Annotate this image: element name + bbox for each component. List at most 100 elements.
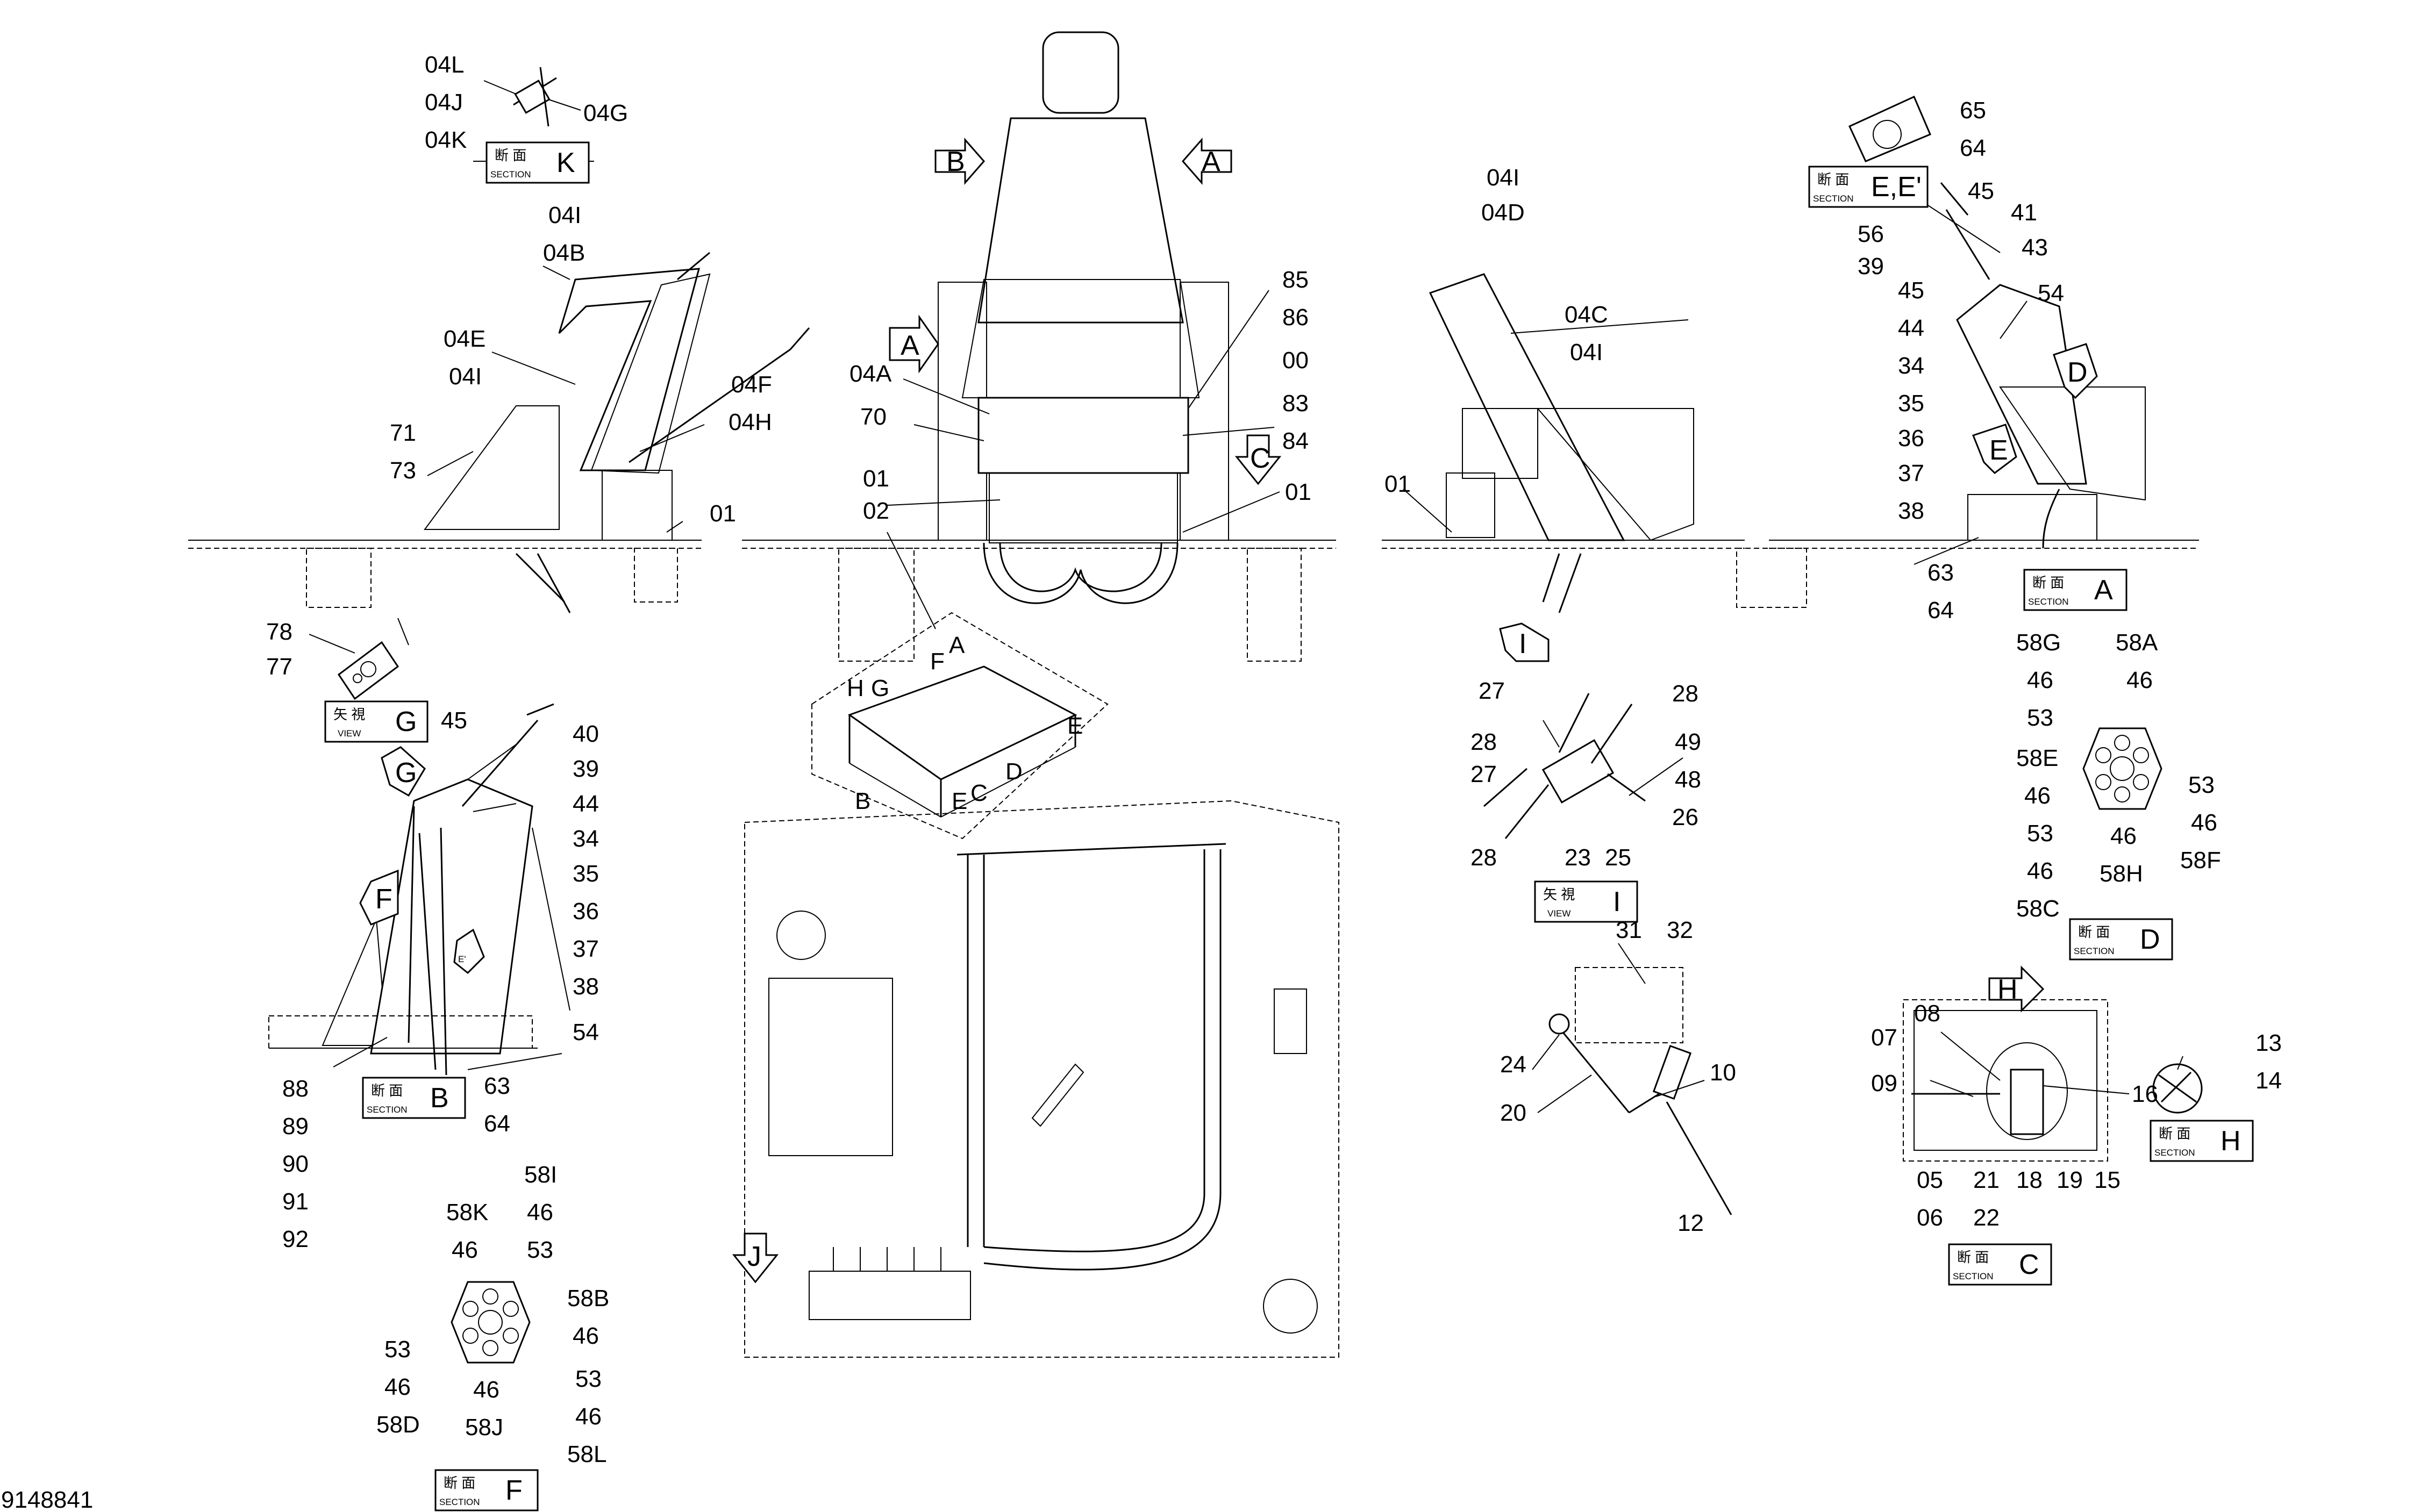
callout: H bbox=[847, 675, 864, 701]
callout: 39 bbox=[1858, 253, 1884, 280]
callout: 85 bbox=[1282, 267, 1309, 293]
callout: 63 bbox=[484, 1073, 510, 1099]
callout: 91 bbox=[282, 1188, 309, 1215]
floor-plan bbox=[744, 800, 1339, 1358]
section-c-detail bbox=[1903, 999, 2108, 1162]
callout: 04A bbox=[849, 361, 892, 387]
view-tag-g: 矢 視 VIEW G bbox=[324, 700, 429, 743]
callout: 73 bbox=[390, 457, 416, 484]
svg-text:J: J bbox=[747, 1241, 761, 1272]
section-tag-b: 断 面 SECTION B bbox=[362, 1077, 466, 1119]
callout: 46 bbox=[2027, 858, 2053, 884]
callout: 53 bbox=[527, 1237, 553, 1263]
callout: 00 bbox=[1282, 347, 1309, 374]
callout: 04G bbox=[583, 100, 628, 126]
callout: 46 bbox=[575, 1403, 602, 1430]
callout: 38 bbox=[573, 973, 599, 1000]
svg-text:断 面: 断 面 bbox=[2032, 575, 2064, 591]
section-h-detail bbox=[2152, 1063, 2203, 1114]
callout: C bbox=[970, 780, 988, 806]
floor-lines bbox=[188, 540, 2199, 549]
callout: 12 bbox=[1677, 1210, 1704, 1236]
svg-text:断 面: 断 面 bbox=[2159, 1126, 2190, 1142]
callout: B bbox=[855, 788, 870, 814]
left-side-view bbox=[306, 252, 810, 613]
svg-text:K: K bbox=[556, 147, 575, 178]
callout: 01 bbox=[863, 465, 889, 492]
callout: 46 bbox=[527, 1199, 553, 1226]
svg-text:断 面: 断 面 bbox=[495, 147, 526, 163]
callout: 06 bbox=[1917, 1205, 1943, 1231]
document-number: 9148841 bbox=[1, 1487, 93, 1512]
callout: 04B bbox=[543, 240, 585, 266]
callout: 04C bbox=[1565, 302, 1608, 328]
callout: 04I bbox=[449, 363, 482, 390]
callout: 26 bbox=[1672, 804, 1698, 830]
callout: 21 bbox=[1973, 1167, 2000, 1193]
view-arrow-e: E bbox=[1972, 424, 2017, 474]
callout: 20 bbox=[1500, 1100, 1526, 1126]
callout: 53 bbox=[2027, 820, 2053, 847]
svg-text:SECTION: SECTION bbox=[2028, 597, 2069, 607]
svg-text:H: H bbox=[2221, 1126, 2241, 1157]
callout: 53 bbox=[2027, 705, 2053, 731]
callout: 05 bbox=[1917, 1167, 1943, 1193]
callout: 09 bbox=[1871, 1070, 1897, 1097]
section-f-detail bbox=[451, 1281, 531, 1364]
callout: 08 bbox=[1914, 1000, 1940, 1027]
svg-text:I: I bbox=[1519, 628, 1526, 660]
callout: 54 bbox=[2038, 280, 2064, 306]
callout: 04J bbox=[425, 89, 463, 116]
callout: 58J bbox=[465, 1414, 503, 1441]
svg-text:SECTION: SECTION bbox=[1813, 194, 1854, 204]
view-arrow-h: H bbox=[1988, 965, 2045, 1013]
svg-text:I: I bbox=[1613, 886, 1620, 918]
callout: 35 bbox=[573, 861, 599, 887]
section-tags: 断 面 SECTION K 断 面 SECTION E,E' 矢 視 VIEW … bbox=[324, 141, 2254, 1511]
callout: 58B bbox=[567, 1285, 609, 1312]
callout: 49 bbox=[1675, 729, 1701, 755]
callout: 58H bbox=[2100, 861, 2143, 887]
callout: 04I bbox=[1570, 339, 1603, 366]
callout: 45 bbox=[1898, 277, 1924, 304]
callout: 56 bbox=[1858, 221, 1884, 247]
callout: 02 bbox=[863, 498, 889, 524]
svg-text:H: H bbox=[1997, 974, 2018, 1005]
view-arrow-f: F bbox=[359, 869, 399, 926]
callout: 58L bbox=[567, 1441, 606, 1467]
callout: 54 bbox=[573, 1019, 599, 1045]
callout: 01 bbox=[1384, 471, 1411, 497]
callout: 04F bbox=[731, 371, 772, 398]
svg-text:A: A bbox=[2094, 575, 2113, 606]
callout: 25 bbox=[1605, 844, 1631, 871]
svg-text:断 面: 断 面 bbox=[444, 1475, 475, 1491]
callout: 04D bbox=[1481, 199, 1525, 226]
callout: 46 bbox=[473, 1377, 499, 1403]
section-tag-h: 断 面 SECTION H bbox=[2150, 1120, 2254, 1162]
svg-text:SECTION: SECTION bbox=[2154, 1148, 2195, 1158]
callout: 19 bbox=[2057, 1167, 2083, 1193]
callout: 41 bbox=[2011, 199, 2037, 226]
callout: 36 bbox=[573, 898, 599, 925]
callout: 58K bbox=[446, 1199, 488, 1226]
svg-text:E,E': E,E' bbox=[1871, 171, 1922, 203]
callout: 53 bbox=[384, 1336, 411, 1363]
svg-text:断 面: 断 面 bbox=[371, 1083, 403, 1099]
callout: 35 bbox=[1898, 390, 1924, 417]
view-arrow-a: A bbox=[1182, 138, 1232, 185]
callout: 90 bbox=[282, 1151, 309, 1177]
callout: E bbox=[952, 788, 967, 814]
svg-text:VIEW: VIEW bbox=[1547, 908, 1570, 919]
callout: 22 bbox=[1973, 1205, 2000, 1231]
callout-labels: 04L 04J 04K 04G 04I 04B 04E 04I 04F 04H … bbox=[266, 52, 2282, 1467]
svg-text:D: D bbox=[2067, 357, 2088, 388]
callout: 24 bbox=[1500, 1051, 1526, 1078]
view-g-detail bbox=[337, 618, 409, 700]
callout: 04K bbox=[425, 127, 467, 153]
callout: 46 bbox=[2126, 667, 2153, 693]
callout: 04L bbox=[425, 52, 464, 78]
svg-text:C: C bbox=[1250, 443, 1270, 474]
callout: E bbox=[1067, 713, 1083, 739]
callout: 38 bbox=[1898, 498, 1924, 524]
callout: 28 bbox=[1672, 680, 1698, 707]
